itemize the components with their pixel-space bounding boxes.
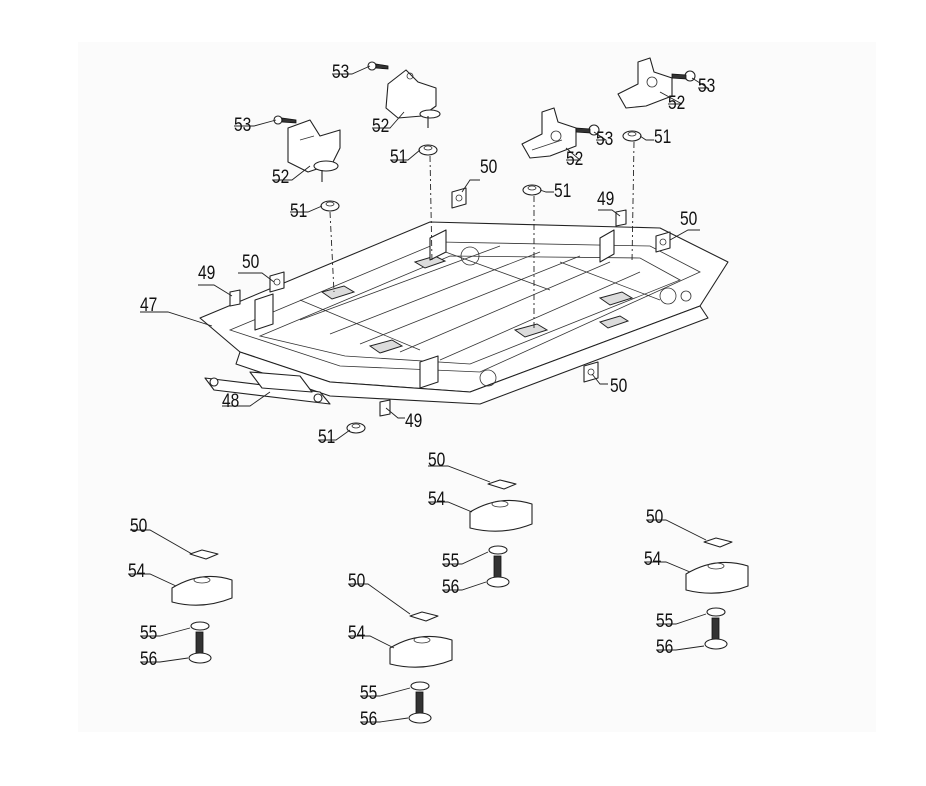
clip-50a: [269, 271, 285, 293]
callout-53-d: 53: [698, 76, 716, 97]
callout-50-foot4: 50: [646, 507, 664, 528]
screw-53c: [575, 124, 600, 136]
callout-47: 47: [140, 295, 158, 316]
callout-52-b: 52: [372, 116, 390, 137]
clip-50c: [655, 231, 671, 253]
assembly-axes: [329, 141, 635, 330]
callout-48: 48: [222, 391, 240, 412]
leader-lines: [128, 65, 710, 723]
nut-51b: [418, 144, 438, 156]
callout-51-mid: 51: [554, 181, 572, 202]
callout-55-foot3: 55: [442, 551, 460, 572]
nut-51a: [320, 200, 340, 212]
callout-55-foot4: 55: [656, 611, 674, 632]
lower-bracket-48: [204, 371, 331, 405]
callout-54-foot2: 54: [348, 623, 366, 644]
callout-52-a: 52: [272, 167, 290, 188]
clip-49c: [379, 399, 391, 417]
nut-51d: [622, 130, 642, 142]
foot-mount-2: [389, 611, 453, 724]
callout-50-foot3: 50: [428, 450, 446, 471]
callout-50-right: 50: [680, 209, 698, 230]
hinge-bracket-52c: [521, 107, 577, 159]
nut-51e: [346, 422, 366, 434]
callout-49-right: 49: [597, 189, 615, 210]
screw-53b: [367, 61, 389, 71]
foot-mount-1: [171, 549, 233, 664]
clip-49a: [229, 289, 241, 307]
callout-50-front: 50: [610, 376, 628, 397]
callout-56-foot1: 56: [140, 649, 158, 670]
callout-50-left: 50: [242, 252, 260, 273]
callout-50-center: 50: [480, 157, 498, 178]
callout-53-a: 53: [234, 115, 252, 136]
callout-51-right: 51: [654, 127, 672, 148]
callout-56-foot4: 56: [656, 637, 674, 658]
foot-mount-4: [685, 537, 749, 650]
hinge-bracket-52b: [385, 69, 441, 128]
nut-51c: [522, 184, 542, 196]
seat-frame-tray: [199, 221, 729, 405]
callout-53-b: 53: [332, 62, 350, 83]
foot-mount-3: [469, 479, 533, 588]
callout-49-front: 49: [405, 411, 423, 432]
callout-52-d: 52: [668, 93, 686, 114]
screw-53a: [273, 115, 297, 125]
callout-54-foot1: 54: [128, 561, 146, 582]
hinge-bracket-52d: [617, 57, 673, 109]
callout-49-left: 49: [198, 263, 216, 284]
callout-54-foot3: 54: [428, 489, 446, 510]
callout-51-front: 51: [318, 427, 336, 448]
callout-50-foot1: 50: [130, 516, 148, 537]
callout-55-foot2: 55: [360, 683, 378, 704]
callout-54-foot4: 54: [644, 549, 662, 570]
callout-55-foot1: 55: [140, 623, 158, 644]
callout-52-c: 52: [566, 149, 584, 170]
callout-51-left: 51: [290, 201, 308, 222]
clip-50b: [451, 187, 467, 209]
callout-53-c: 53: [596, 129, 614, 150]
callout-51-center: 51: [390, 147, 408, 168]
hinge-bracket-52a: [287, 119, 341, 182]
callout-50-foot2: 50: [348, 571, 366, 592]
callout-56-foot3: 56: [442, 577, 460, 598]
callout-56-foot2: 56: [360, 709, 378, 730]
clip-49b: [615, 209, 627, 227]
